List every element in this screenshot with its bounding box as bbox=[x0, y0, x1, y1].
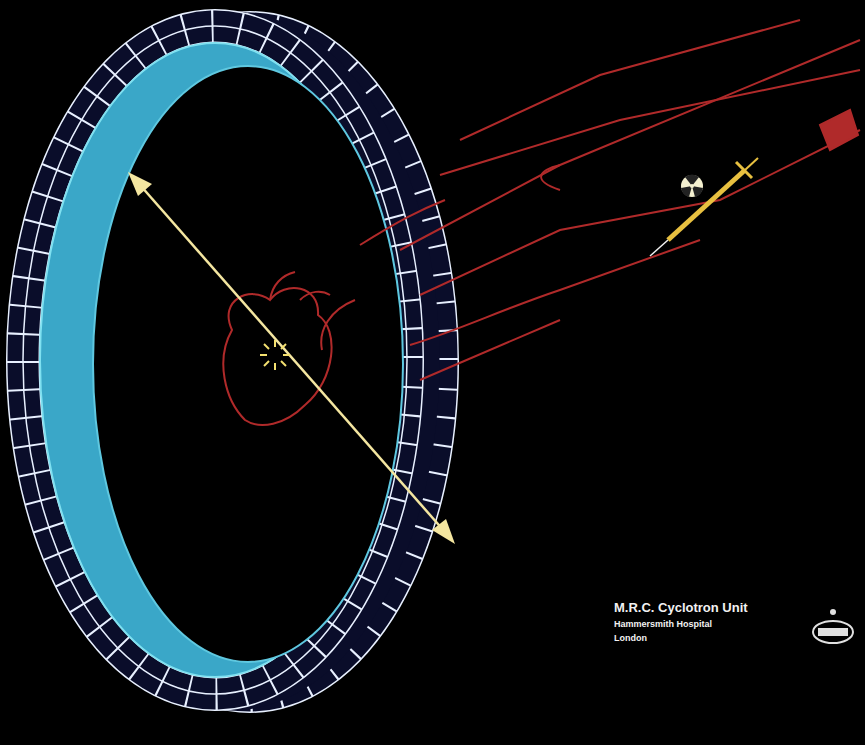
gamma-ray-line bbox=[128, 172, 455, 544]
unit-logo bbox=[813, 609, 853, 643]
syringe-symbol bbox=[650, 158, 758, 256]
unit-name: M.R.C. Cyclotron Unit bbox=[614, 600, 748, 615]
detector-ring-front bbox=[23, 26, 407, 694]
radiation-symbol bbox=[681, 174, 703, 197]
unit-address: London bbox=[614, 633, 647, 643]
ring-bore bbox=[93, 66, 403, 662]
annihilation-burst bbox=[260, 340, 290, 370]
unit-address: Hammersmith Hospital bbox=[614, 619, 712, 629]
patient-outline bbox=[223, 20, 860, 425]
